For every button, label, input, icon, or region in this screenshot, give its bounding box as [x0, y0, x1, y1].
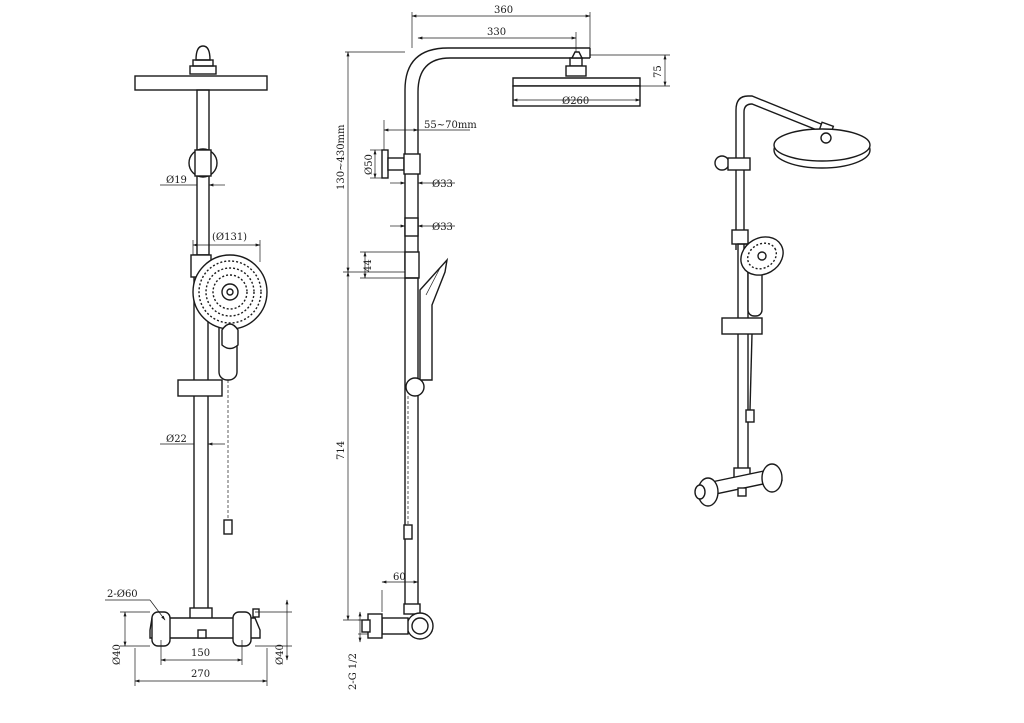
side-view: 360 330 75 Ø260 130~430mm 714	[336, 5, 670, 690]
perspective-hose	[749, 333, 753, 411]
perspective-shower-head	[773, 121, 871, 169]
perspective-hand-shower	[740, 236, 784, 317]
perspective-valve-body	[694, 463, 783, 507]
side-shower-arm	[404, 47, 590, 270]
side-head-height-label: 75	[653, 65, 664, 78]
perspective-view	[694, 95, 871, 507]
front-slide-bar-dia-label: Ø22	[166, 434, 187, 445]
side-total-height-label: 714	[336, 441, 347, 460]
side-pipe-dia-upper-label: Ø33	[432, 179, 453, 190]
side-hand-shower	[405, 257, 449, 397]
side-thread-label: 2-G 1/2	[348, 653, 359, 690]
front-pipe-dia-label: Ø19	[166, 175, 187, 186]
perspective-wall-bracket	[714, 155, 730, 171]
side-arm-inner-label: 330	[487, 27, 506, 38]
front-inlet-center-label: 150	[191, 648, 210, 659]
front-shower-head	[134, 45, 268, 91]
side-wall-bracket	[381, 149, 421, 179]
front-inlet-label: 2-Ø60	[107, 589, 138, 600]
side-bracket-height-label: 44	[363, 259, 374, 272]
perspective-slider	[721, 317, 763, 335]
side-arm-outer-label: 360	[494, 5, 513, 16]
side-pipe-dia-lower-label: Ø33	[432, 222, 453, 233]
side-head-dia-label: Ø260	[562, 96, 589, 107]
front-right-dia-label: Ø40	[275, 644, 286, 665]
front-view: Ø19 (Ø131) Ø22	[105, 45, 292, 686]
front-thermostat-body	[149, 607, 261, 647]
front-overall-width-label: 270	[191, 669, 210, 680]
front-hand-shower	[192, 254, 268, 381]
side-range-label: 130~430mm	[336, 124, 347, 190]
side-bracket-dia-label: Ø50	[364, 154, 375, 175]
front-slider	[177, 379, 223, 397]
side-inlet-offset-label: 60	[393, 572, 406, 583]
front-wall-bracket	[188, 148, 218, 178]
side-wall-offset-label: 55~70mm	[424, 120, 477, 131]
front-handshower-dia-label: (Ø131)	[212, 232, 247, 243]
side-valve-body	[361, 603, 434, 640]
front-left-dia-label: Ø40	[112, 644, 123, 665]
